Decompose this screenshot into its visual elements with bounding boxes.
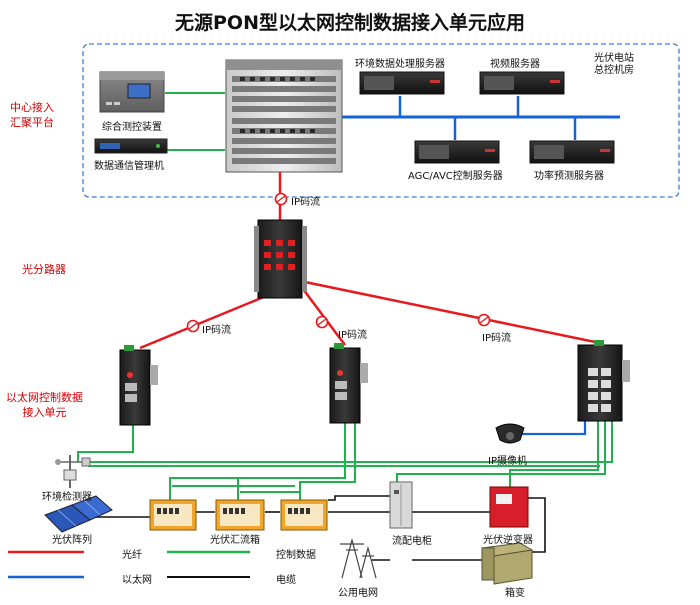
control-room-label-line2: 总控机房 — [594, 65, 634, 76]
agc-server-label: AGC/AVC控制服务器 — [408, 171, 503, 182]
optical-splitter-icon — [254, 219, 307, 299]
env-detector-label: 环境检测器 — [42, 492, 92, 503]
pv-array-icon — [44, 495, 113, 533]
legend-fiber-label: 光纤 — [122, 550, 142, 561]
integrated-monitor-device-icon — [99, 71, 165, 113]
integrated-monitor-label: 综合测控装置 — [102, 122, 162, 133]
public-grid-label: 公用电网 — [338, 588, 378, 599]
side-label-eth-unit-line2: 接入单元 — [22, 406, 67, 419]
side-label-center-line1: 中心接入 — [10, 101, 54, 114]
stream-label-middle: IP码流 — [338, 330, 367, 341]
control-room-boundary — [82, 43, 680, 198]
combiner-box-1-icon — [149, 499, 197, 531]
fiber-break-icon-middle — [315, 315, 329, 329]
inverter-icon — [489, 486, 529, 528]
side-label-center-line2: 汇聚平台 — [10, 116, 54, 129]
control-room-label-line1: 光伏电站 — [594, 53, 634, 64]
video-server-label: 视频服务器 — [490, 59, 540, 70]
camera-ethernet-line — [520, 420, 587, 436]
combiner-box-2-icon — [215, 499, 265, 531]
pv-array-label: 光伏阵列 — [52, 535, 92, 546]
control-data-lines — [77, 420, 613, 500]
ip-camera-icon — [495, 423, 525, 444]
eth-unit-left-icon — [119, 345, 158, 426]
legend-control-label: 控制数据 — [276, 550, 316, 561]
side-label-eth-unit-line1: 以太网控制数据 — [6, 391, 83, 404]
power-server-label: 功率预测服务器 — [534, 171, 604, 182]
fiber-break-icon-right — [477, 313, 491, 327]
env-server-icon — [359, 71, 445, 95]
video-server-icon — [479, 71, 565, 95]
combiner-box-label: 光伏汇流箱 — [210, 535, 260, 546]
distribution-cabinet-icon — [389, 481, 413, 529]
combiner-box-3-icon — [280, 499, 328, 531]
stream-label-left: IP码流 — [202, 325, 231, 336]
page-title: 无源PON型以太网控制数据接入单元应用 — [175, 12, 525, 34]
comm-manager-device-icon — [94, 138, 168, 154]
fiber-break-icon-top — [274, 192, 288, 206]
fiber-break-icon-left — [186, 319, 200, 333]
env-detector-icon — [55, 455, 91, 488]
distribution-cabinet-label: 流配电柜 — [392, 536, 432, 547]
side-label-eth-unit: 以太网控制数据 接入单元 — [6, 390, 83, 420]
control-room-label: 光伏电站 总控机房 — [594, 53, 634, 77]
inverter-label: 光伏逆变器 — [483, 535, 533, 546]
fiber-branch-middle — [299, 284, 346, 346]
stream-label-right: IP码流 — [482, 333, 511, 344]
stream-label-top: IP码流 — [291, 197, 320, 208]
eth-unit-right-icon — [577, 340, 630, 422]
eth-unit-middle-icon — [329, 343, 368, 424]
box-transformer-icon — [480, 542, 534, 585]
central-rack-device-icon — [225, 59, 343, 173]
env-server-label: 环境数据处理服务器 — [355, 59, 445, 70]
fiber-branch-right — [304, 280, 601, 345]
power-server-icon — [529, 140, 615, 164]
agc-server-icon — [414, 140, 500, 164]
comm-manager-label: 数据通信管理机 — [94, 161, 164, 172]
legend-cable-label: 电缆 — [276, 575, 296, 586]
side-label-center: 中心接入 汇聚平台 — [10, 100, 54, 130]
power-tower-icon — [340, 537, 377, 579]
box-transformer-label: 箱变 — [505, 588, 525, 599]
ip-camera-label: IP摄像机 — [488, 456, 527, 467]
legend-ethernet-label: 以太网 — [122, 575, 152, 586]
side-label-splitter: 光分路器 — [22, 263, 66, 276]
